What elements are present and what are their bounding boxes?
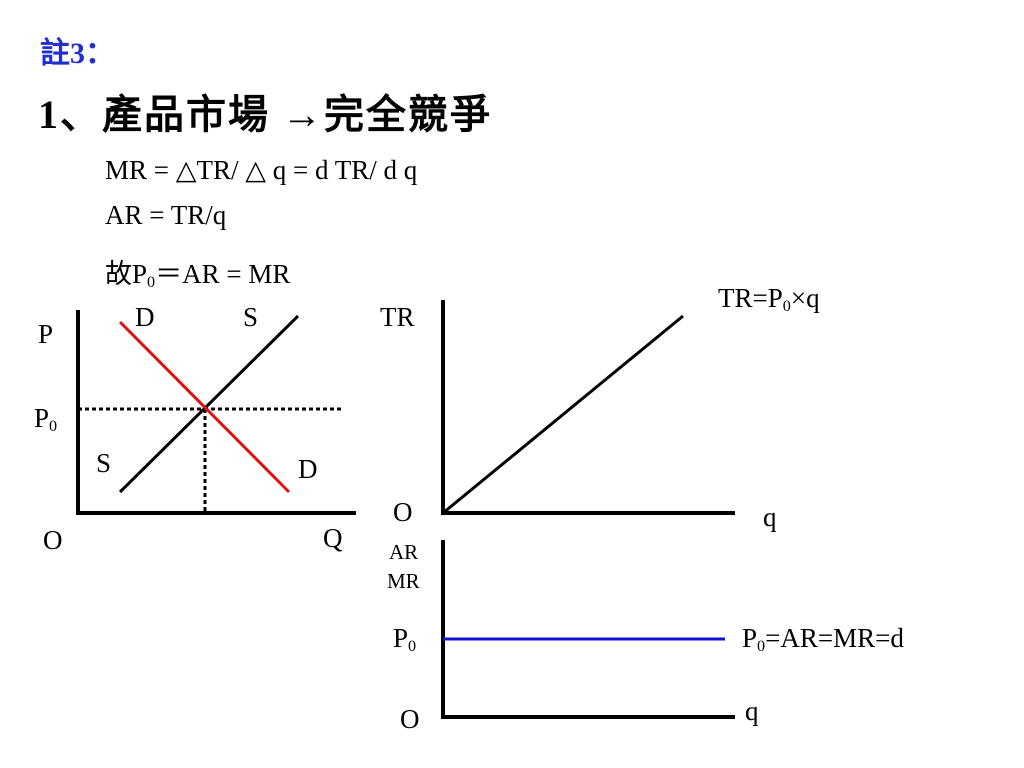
- tr-curve-label: TR=P0×q: [718, 283, 820, 316]
- tr-y-axis-label: TR: [380, 302, 415, 332]
- ar-line-subscript: 0: [757, 637, 766, 655]
- ar-price-subscript: 0: [408, 637, 417, 655]
- tr-curve-rest: ×q: [790, 283, 820, 313]
- conclusion-rest: ＝AR = MR: [155, 259, 291, 289]
- market-price-prefix: P: [34, 403, 50, 433]
- ar-line-rest: =AR=MR=d: [765, 623, 904, 653]
- page-title: 1、產品市場 →完全競爭: [38, 92, 492, 137]
- ar-x-axis-label: q: [745, 696, 759, 726]
- ar-line-label: P0=AR=MR=d: [742, 623, 904, 656]
- tr-diagram: [441, 300, 735, 515]
- tr-curve-prefix: TR=P: [718, 283, 783, 313]
- conclusion-subscript: 0: [147, 273, 156, 291]
- ar-price-label: P0: [393, 623, 416, 656]
- ar-y-axis-label: AR: [389, 540, 419, 564]
- supply-label-bottom: S: [96, 448, 112, 478]
- note-label: 註3：: [40, 37, 115, 70]
- mr-y-axis-label: MR: [387, 569, 420, 593]
- conclusion-formula: 故P0＝AR = MR: [105, 252, 290, 292]
- market-price-subscript: 0: [49, 417, 58, 435]
- demand-curve: [118, 320, 291, 494]
- tr-curve: [442, 314, 684, 515]
- supply-curve: [118, 314, 300, 494]
- demand-label-top: D: [135, 302, 155, 332]
- ar-price-prefix: P: [393, 623, 409, 653]
- market-diagram: [76, 310, 356, 515]
- supply-label-top: S: [243, 302, 259, 332]
- market-y-axis-label: P: [38, 319, 54, 349]
- conclusion-prefix: 故P: [105, 259, 148, 289]
- ar-origin-label: O: [400, 704, 420, 734]
- mr-formula: MR = △TR/ △ q = d TR/ d q: [105, 155, 418, 185]
- ar-line-prefix: P: [742, 623, 758, 653]
- tr-curve-subscript: 0: [782, 297, 791, 315]
- market-x-axis-label: Q: [323, 523, 343, 553]
- market-origin-label: O: [43, 525, 63, 555]
- market-price-label: P0: [34, 403, 57, 436]
- tr-x-axis-label: q: [763, 502, 777, 532]
- tr-origin-label: O: [393, 497, 413, 527]
- ar-diagram: [441, 540, 735, 719]
- ar-formula: AR = TR/q: [105, 200, 227, 230]
- demand-label-bottom: D: [298, 454, 318, 484]
